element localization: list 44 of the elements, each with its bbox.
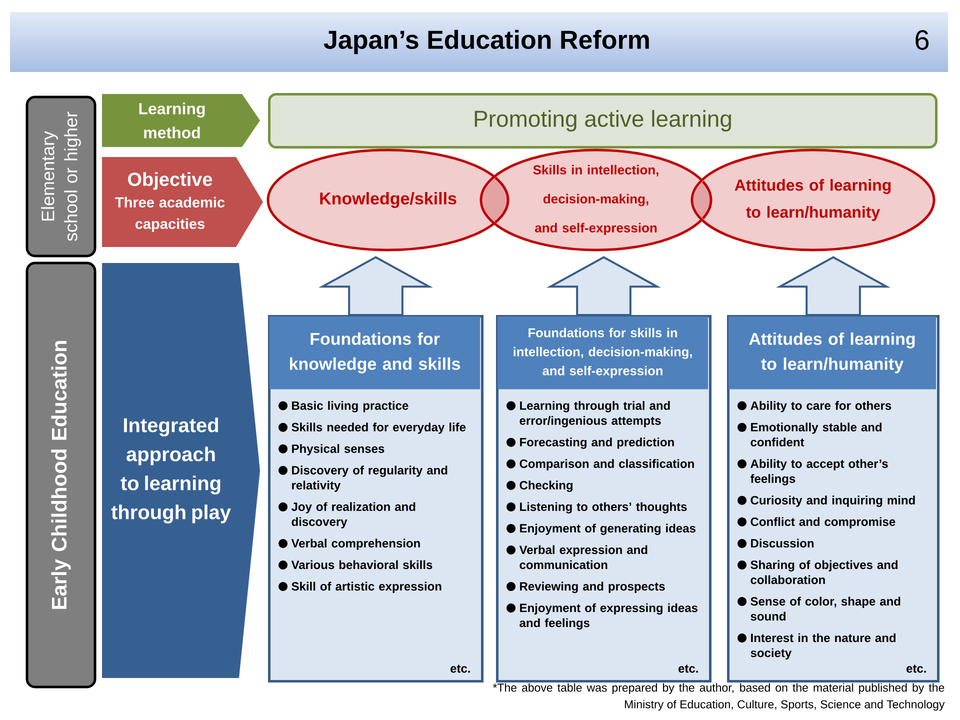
list-item: Sharing of objectives and collaboration bbox=[750, 560, 898, 584]
list-item: Discovery of regularity and relativity bbox=[292, 466, 448, 492]
list-item: Sense of color, shape and sound bbox=[750, 596, 900, 621]
list-item: Various behavioral skills bbox=[291, 560, 432, 570]
list-item: Physical senses bbox=[292, 444, 384, 456]
list-item: Basic living practice bbox=[292, 401, 408, 412]
list-item: Ability to care for others bbox=[750, 401, 892, 412]
block-arrow bbox=[776, 256, 890, 316]
page-number: 6 bbox=[916, 30, 929, 50]
list-item: Skill of artistic expression bbox=[292, 582, 442, 593]
list-item: Joy of realization and discovery bbox=[291, 502, 416, 528]
pentagon-label: Objective Three academic capacities bbox=[102, 157, 263, 247]
block-arrow bbox=[318, 256, 433, 316]
etc-note: etc. bbox=[678, 664, 698, 673]
column-header: Foundations for knowledge and skills bbox=[270, 316, 480, 390]
pentagon-label: Learning method bbox=[102, 94, 260, 147]
column-header: Attitudes of learning to learn/humanity bbox=[728, 316, 936, 390]
title: Japan’s Education Reform bbox=[324, 30, 649, 54]
list-item: Reviewing and prospects bbox=[520, 582, 665, 594]
list-item: Comparison and classification bbox=[520, 459, 694, 470]
list-item: Emotionally stable and confident bbox=[750, 422, 882, 446]
list-item: Enjoyment of generating ideas bbox=[520, 524, 696, 535]
list-item: Learning through trial and error/ingenious attempts bbox=[520, 401, 670, 428]
rounded-box: Promoting active learning bbox=[268, 93, 938, 148]
level-band: Elementary school or higher bbox=[26, 96, 96, 258]
etc-note: etc. bbox=[450, 664, 470, 673]
pentagon-label: Integrated approach to learning through play bbox=[102, 263, 260, 678]
list-item: Curiosity and inquiring mind bbox=[750, 496, 915, 507]
column-header: Foundations for skills in intellection, decision-making, and self-expression bbox=[498, 316, 708, 390]
block-arrow bbox=[546, 256, 661, 316]
list-item: Checking bbox=[520, 480, 572, 492]
list-item: Listening to others’ thoughts bbox=[520, 502, 687, 514]
list-item: Forecasting and prediction bbox=[520, 438, 674, 449]
list-item: Skills needed for everyday life bbox=[292, 422, 466, 434]
list-item: Verbal expression and communication bbox=[519, 545, 648, 570]
list-item: Interest in the nature and society bbox=[750, 633, 896, 660]
list-item: Discussion bbox=[751, 538, 814, 548]
etc-note: etc. bbox=[906, 664, 926, 673]
list-item: Enjoyment of expressing ideas and feelings bbox=[520, 603, 698, 630]
list-item: Verbal comprehension bbox=[291, 538, 420, 550]
level-band: Early Childhood Education bbox=[26, 262, 96, 688]
footnote: *The above table was prepared by the author, based on the material published by the Ministry of Education, Culture, Sports, Science and Technology bbox=[492, 683, 945, 711]
list-item: Ability to accept other’s feelings bbox=[750, 459, 888, 486]
list-item: Conflict and compromise bbox=[750, 517, 896, 528]
